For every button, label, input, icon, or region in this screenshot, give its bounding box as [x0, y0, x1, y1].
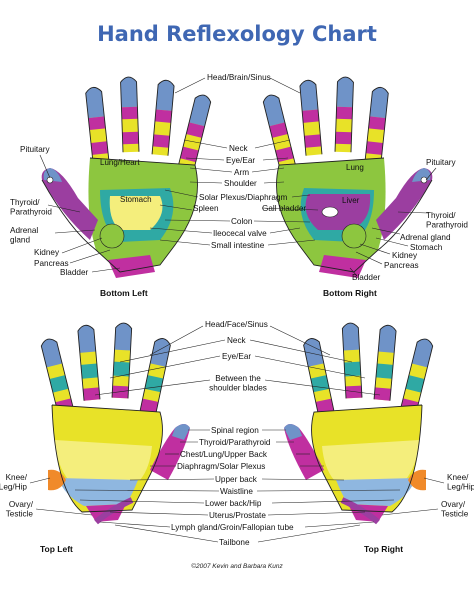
tr-label-knee: Knee/Leg/Hip: [447, 473, 474, 492]
tr-pinky-finger: [399, 336, 435, 415]
left-middle-finger: [151, 79, 175, 157]
label-small-intestine: Small intestine: [211, 241, 265, 250]
label-ileocecal-valve: Ileocecal valve: [213, 229, 267, 238]
right-pituitary-point: [420, 176, 428, 184]
right-ring-finger: [334, 76, 355, 153]
label-eye-ear: Eye/Ear: [226, 156, 255, 165]
left-stomach-zone: [109, 196, 163, 230]
copyright: ©2007 Kevin and Barbara Kunz: [191, 562, 283, 570]
right-thumb: [376, 168, 433, 240]
right-lung-label: Lung: [346, 163, 364, 172]
label-spleen: Spleen: [193, 204, 219, 213]
tl-pinky-finger: [39, 336, 75, 415]
left-thumb: [41, 168, 98, 240]
left-label-pituitary: Pituitary: [20, 145, 50, 154]
caption-bottom-left: Bottom Left: [100, 288, 148, 298]
tl-label-ovary: Ovary/Testicle: [6, 500, 34, 519]
tl-ring-finger: [77, 324, 101, 402]
label-waistline: Waistline: [220, 487, 253, 496]
tl-lower-back-zone: [58, 478, 138, 506]
right-liver-label: Liver: [342, 196, 360, 205]
label-chest-lung: Chest/Lung/Upper Back: [180, 450, 268, 459]
label-upper-back: Upper back: [215, 475, 258, 484]
left-ring-finger: [119, 76, 140, 153]
label-diaphragm: Diaphragm/Solar Plexus: [177, 462, 265, 471]
right-label-adrenal: Adrenal gland: [400, 233, 451, 242]
label-tailbone: Tailbone: [219, 538, 250, 547]
tr-index-finger: [302, 336, 335, 415]
caption-top-left: Top Left: [40, 544, 73, 554]
chart-title: Hand Reflexology Chart: [97, 22, 377, 46]
tr-ring-finger: [373, 324, 397, 402]
tl-index-finger: [139, 336, 172, 415]
label-gall-bladder: Gall bladder: [262, 204, 306, 213]
label-neck: Neck: [229, 144, 249, 153]
tl-middle-finger: [111, 322, 133, 399]
label-lymph-gland: Lymph gland/Groin/Fallopian tube: [171, 523, 294, 532]
label-arm: Arm: [234, 168, 249, 177]
top-side-leader-lines: [39, 154, 437, 277]
left-kidney-zone: [99, 223, 125, 249]
right-kidney-zone: [341, 223, 367, 249]
left-label-thyroid: Thyroid/Parathyroid: [10, 198, 52, 217]
label-lower-back-hip: Lower back/Hip: [205, 499, 262, 508]
left-label-bladder: Bladder: [60, 268, 88, 277]
bottom-left-hand: [41, 76, 213, 278]
right-label-pituitary: Pituitary: [426, 158, 456, 167]
left-label-kidney: Kidney: [34, 248, 60, 257]
left-stomach-label: Stomach: [120, 195, 152, 204]
right-label-pancreas: Pancreas: [384, 261, 419, 270]
label-head-brain-sinus: Head/Brain/Sinus: [207, 73, 271, 82]
right-label-thyroid: Thyroid/Parathyroid: [426, 211, 468, 230]
caption-bottom-right: Bottom Right: [323, 288, 377, 298]
right-gall-bladder-point: [321, 206, 339, 218]
bottom-right-hand: [261, 76, 433, 278]
top-right-hand: [284, 322, 435, 525]
label-bottom-thyroid: Thyroid/Parathyroid: [199, 438, 271, 447]
top-leader-lines: [149, 77, 319, 246]
caption-top-right: Top Right: [364, 544, 403, 554]
tl-label-knee: Knee/Leg/Hip: [0, 473, 28, 492]
label-colon: Colon: [231, 217, 253, 226]
top-left-hand: [39, 322, 190, 525]
bottom-leader-lines: [29, 325, 445, 543]
right-label-stomach: Stomach: [410, 243, 443, 252]
left-pinky-finger: [84, 86, 110, 164]
tr-lower-back-zone: [336, 478, 416, 506]
label-bottom-neck: Neck: [227, 336, 247, 345]
label-bottom-eye-ear: Eye/Ear: [222, 352, 251, 361]
right-pinky-finger: [364, 86, 390, 164]
label-head-face-sinus: Head/Face/Sinus: [205, 320, 268, 329]
label-spinal-region: Spinal region: [211, 426, 259, 435]
left-lung-heart-label: Lung/Heart: [100, 158, 140, 167]
label-shoulder: Shoulder: [224, 179, 257, 188]
label-solar-plexus: Solar Plexus/Diaphragm: [199, 193, 287, 202]
left-pituitary-point: [46, 176, 54, 184]
right-label-kidney: Kidney: [392, 251, 418, 260]
tr-label-ovary: Ovary/Testicle: [441, 500, 469, 519]
right-middle-finger: [299, 79, 323, 157]
right-label-bladder: Bladder: [352, 273, 380, 282]
label-uterus-prostate: Uterus/Prostate: [209, 511, 266, 520]
left-label-pancreas: Pancreas: [34, 259, 69, 268]
